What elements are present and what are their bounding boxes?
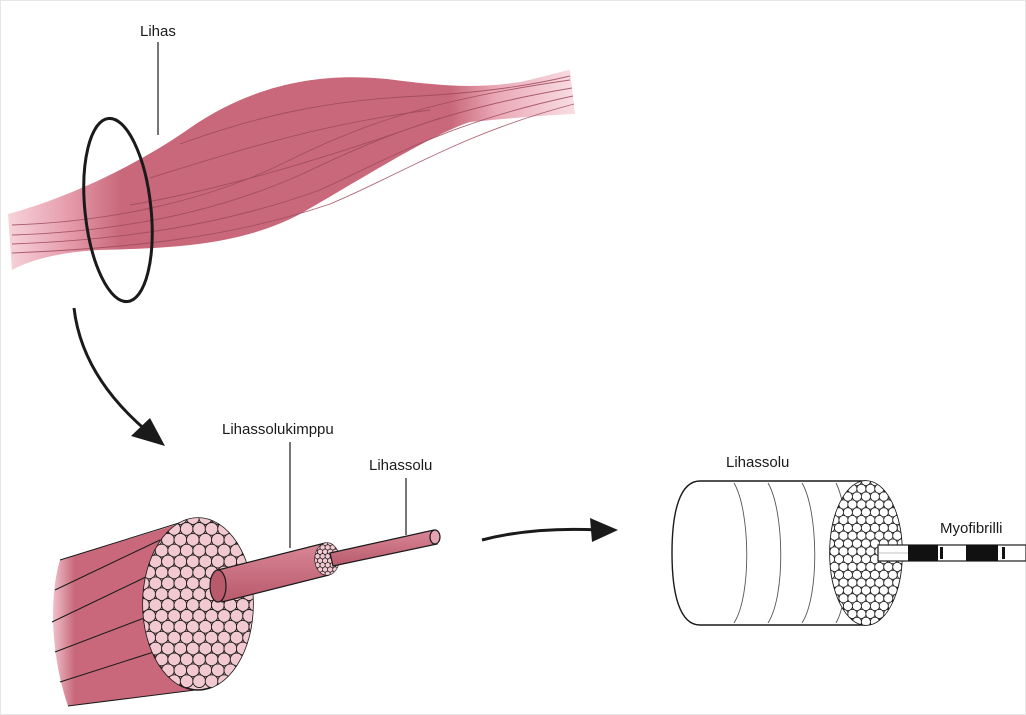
cross-section-circle	[902, 484, 911, 493]
cross-section-circle	[906, 508, 915, 517]
cross-section-circle	[902, 500, 911, 509]
cross-section-circle	[897, 617, 906, 626]
cross-section-circle	[255, 631, 268, 644]
myofibril-label: Myofibrilli	[940, 520, 1003, 537]
arrow-right	[482, 518, 618, 542]
cross-section-circle	[236, 512, 249, 525]
cross-section-circle	[906, 492, 915, 501]
cross-section-circle	[879, 476, 888, 485]
cross-section-circle	[902, 609, 911, 618]
cross-section-circle	[888, 617, 897, 626]
cross-section-circle	[338, 567, 343, 572]
fascicle-label: Lihassolukimppu	[222, 421, 334, 438]
cross-section-circle	[902, 594, 911, 603]
cross-section-circle	[230, 523, 243, 536]
cross-section-circle	[193, 675, 206, 688]
cross-section-circle	[255, 544, 268, 557]
cross-section-circle	[906, 602, 915, 611]
cross-section-circle	[902, 531, 911, 540]
cross-section-circle	[255, 523, 268, 536]
cross-section-circle	[249, 533, 262, 546]
cross-section-circle	[243, 653, 256, 666]
cross-section-circle	[893, 609, 902, 618]
muscle-body	[8, 70, 575, 270]
cross-section-circle	[906, 617, 915, 626]
fiber-label-large: Lihassolu	[726, 454, 789, 471]
cross-section-circle	[902, 516, 911, 525]
fascicle: Lihassolukimppu Lihassolu	[52, 421, 440, 706]
cross-section-circle	[897, 476, 906, 485]
cross-section-circle	[243, 544, 256, 557]
cross-section-circle	[888, 476, 897, 485]
cross-section-circle	[137, 512, 150, 525]
cross-section-circle	[255, 675, 268, 688]
cross-section-circle	[897, 492, 906, 501]
cross-section-circle	[897, 602, 906, 611]
cross-section-circle	[249, 512, 262, 525]
cross-section-circle	[906, 523, 915, 532]
cross-section-circle	[230, 675, 243, 688]
muscle-fiber-cylinder: Lihassolu Myofibrilli	[672, 454, 1026, 626]
cross-section-circle	[906, 570, 915, 579]
cross-section-circle	[236, 664, 249, 677]
muscle-label: Lihas	[140, 23, 176, 40]
myofibril	[878, 545, 1026, 561]
cross-section-circle	[130, 523, 143, 536]
cross-section-circle	[180, 675, 193, 688]
cross-section-circle	[249, 642, 262, 655]
arrow-down	[74, 308, 165, 446]
cross-section-circle	[255, 610, 268, 623]
cross-section-circle	[124, 512, 137, 525]
cross-section-circle	[243, 523, 256, 536]
cross-section-circle	[902, 562, 911, 571]
cross-section-circle	[340, 571, 345, 576]
cross-section-circle	[893, 484, 902, 493]
cross-section-circle	[879, 617, 888, 626]
fiber-label-small: Lihassolu	[369, 457, 432, 474]
cross-section-circle	[224, 512, 237, 525]
cross-section-circle	[255, 653, 268, 666]
cross-section-circle	[906, 476, 915, 485]
cross-section-circle	[249, 664, 262, 677]
cross-section-circle	[897, 508, 906, 517]
cross-section-circle	[149, 512, 162, 525]
cross-section-circle	[162, 512, 175, 525]
cross-section-circle	[307, 540, 312, 545]
cross-section-circle	[335, 571, 340, 576]
cross-section-circle	[218, 675, 231, 688]
muscle: Lihas	[8, 23, 575, 305]
cross-section-circle	[243, 675, 256, 688]
cross-section-circle	[902, 578, 911, 587]
cross-section-circle	[338, 540, 343, 545]
muscle-fiber	[330, 530, 437, 566]
cross-section-circle	[906, 586, 915, 595]
